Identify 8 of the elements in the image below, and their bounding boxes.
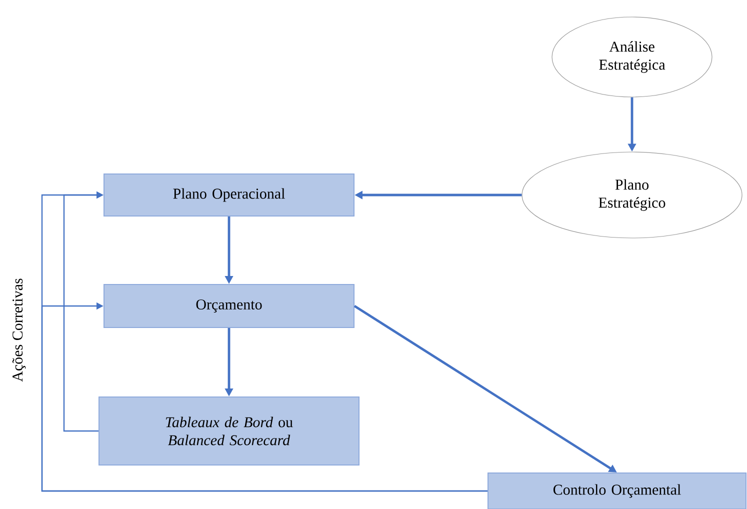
process-box: Plano Operacional [104,174,354,216]
process-box: Tableaux de Bord ou Balanced Scorecard [98,396,360,466]
process-box: Controlo Orçamental [488,472,746,509]
arrow [41,302,488,492]
ellipse-node: Análise Estratégica [552,16,712,98]
side-label: Ações Corretivas [12,278,26,382]
process-box: Orçamento [104,284,354,328]
ellipse-node: Plano Estratégico [522,152,742,238]
